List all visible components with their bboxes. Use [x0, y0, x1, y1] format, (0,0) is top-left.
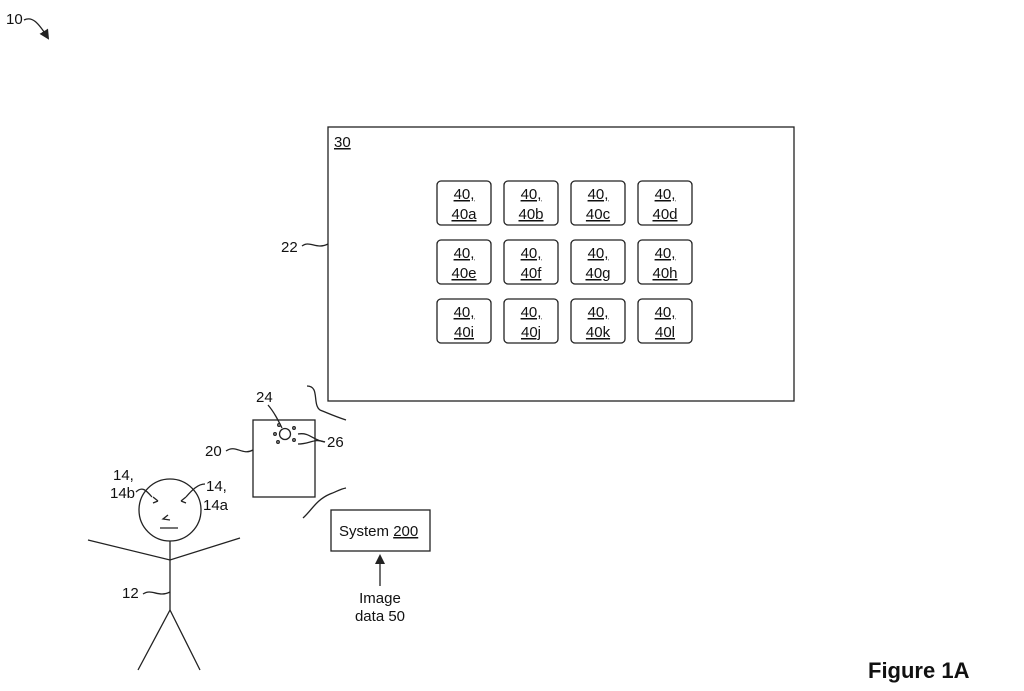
tile-ref-sub: 40c	[586, 206, 611, 223]
tile-ref-sub: 40j	[521, 324, 541, 341]
ref-10-arrow	[24, 19, 48, 38]
tile-ref-main: 40,	[655, 245, 676, 262]
tile-ref-sub: 40l	[655, 324, 675, 341]
tile-ref-sub: 40g	[585, 265, 610, 282]
tile-ref-main: 40,	[454, 186, 475, 203]
tile-ref-sub: 40h	[652, 265, 677, 282]
tile-40j: 40,40j	[504, 299, 558, 343]
tile-40d: 40,40d	[638, 181, 692, 225]
ref-12-label: 12	[122, 585, 139, 602]
led-dot-icon	[274, 433, 277, 436]
tile-ref-main: 40,	[588, 186, 609, 203]
tile-ref-main: 40,	[521, 186, 542, 203]
ref-22-leader	[302, 244, 328, 246]
system-label: System 200	[339, 523, 418, 540]
screen-ref-30: 30	[334, 134, 351, 151]
image-data-line1: Image	[359, 590, 401, 607]
tile-40g: 40,40g	[571, 240, 625, 284]
led-dot-icon	[277, 441, 280, 444]
tile-ref-sub: 40f	[521, 265, 543, 282]
tile-ref-sub: 40e	[451, 265, 476, 282]
ref-10-label: 10	[6, 11, 23, 28]
tile-40c: 40,40c	[571, 181, 625, 225]
led-dot-icon	[293, 439, 296, 442]
ref-22-label: 22	[281, 239, 298, 256]
tile-ref-sub: 40i	[454, 324, 474, 341]
person-arms	[88, 538, 240, 560]
tile-ref-main: 40,	[655, 304, 676, 321]
person-legs	[138, 610, 200, 670]
person-head	[139, 479, 201, 541]
ref-12-leader	[143, 592, 170, 594]
figure-caption: Figure 1A	[868, 658, 970, 683]
tile-40a: 40,40a	[437, 181, 491, 225]
tile-ref-main: 40,	[655, 186, 676, 203]
led-dot-icon	[278, 424, 281, 427]
system-number: 200	[393, 523, 418, 540]
tile-ref-main: 40,	[454, 304, 475, 321]
eye-b-label-line2: 14b	[110, 485, 135, 502]
tile-40i: 40,40i	[437, 299, 491, 343]
tile-ref-main: 40,	[588, 304, 609, 321]
ref-20-label: 20	[205, 443, 222, 460]
tile-ref-sub: 40d	[652, 206, 677, 223]
ref-24-label: 24	[256, 389, 273, 406]
eye-b-label-line1: 14,	[113, 467, 134, 484]
display-screen	[328, 127, 794, 401]
tile-ref-sub: 40k	[586, 324, 611, 341]
tile-40b: 40,40b	[504, 181, 558, 225]
camera-lens-icon	[280, 429, 291, 440]
ref-26-label: 26	[327, 434, 344, 451]
tile-ref-main: 40,	[454, 245, 475, 262]
tile-ref-sub: 40a	[451, 206, 477, 223]
tile-ref-main: 40,	[521, 245, 542, 262]
eye-a-label-line2: 14a	[203, 497, 229, 514]
ref-20-leader	[226, 449, 253, 452]
tile-40f: 40,40f	[504, 240, 558, 284]
tile-40h: 40,40h	[638, 240, 692, 284]
tile-ref-main: 40,	[588, 245, 609, 262]
eye-a-label-line1: 14,	[206, 478, 227, 495]
tile-ref-main: 40,	[521, 304, 542, 321]
tile-ref-sub: 40b	[518, 206, 543, 223]
tile-40k: 40,40k	[571, 299, 625, 343]
tile-40e: 40,40e	[437, 240, 491, 284]
image-data-line2: data 50	[355, 608, 405, 625]
tile-40l: 40,40l	[638, 299, 692, 343]
led-dot-icon	[293, 427, 296, 430]
